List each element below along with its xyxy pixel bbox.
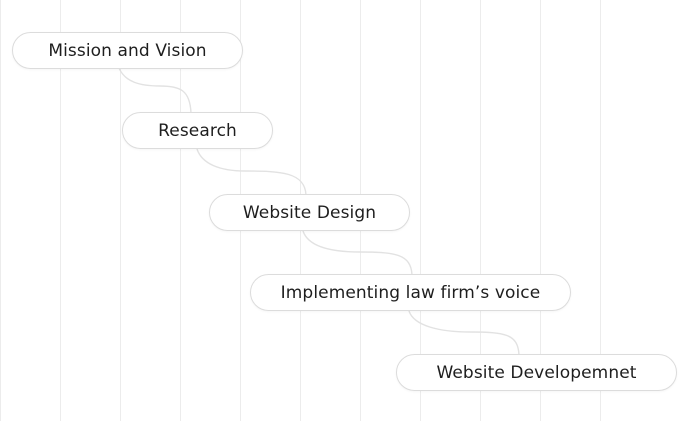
step-label: Mission and Vision [48, 40, 207, 61]
grid-line [480, 0, 481, 421]
connector-2-3 [196, 148, 307, 196]
step-label: Website Developemnet [436, 362, 637, 383]
connector-1-2 [118, 67, 192, 114]
step-research[interactable]: Research [122, 112, 273, 149]
step-label: Website Design [242, 202, 377, 223]
step-label: Implementing law firm’s voice [280, 282, 541, 303]
connector-3-4 [302, 230, 413, 276]
grid-line [540, 0, 541, 421]
grid-line [420, 0, 421, 421]
connector-4-5 [408, 310, 520, 356]
grid-line [0, 0, 1, 421]
step-label: Research [158, 120, 237, 141]
grid-line [60, 0, 61, 421]
step-website-design[interactable]: Website Design [209, 194, 410, 231]
grid-line [600, 0, 601, 421]
step-implementing-law-firm-voice[interactable]: Implementing law firm’s voice [250, 274, 571, 311]
grid-line [120, 0, 121, 421]
grid-line [180, 0, 181, 421]
step-website-development[interactable]: Website Developemnet [396, 354, 677, 391]
step-mission-and-vision[interactable]: Mission and Vision [12, 32, 243, 69]
